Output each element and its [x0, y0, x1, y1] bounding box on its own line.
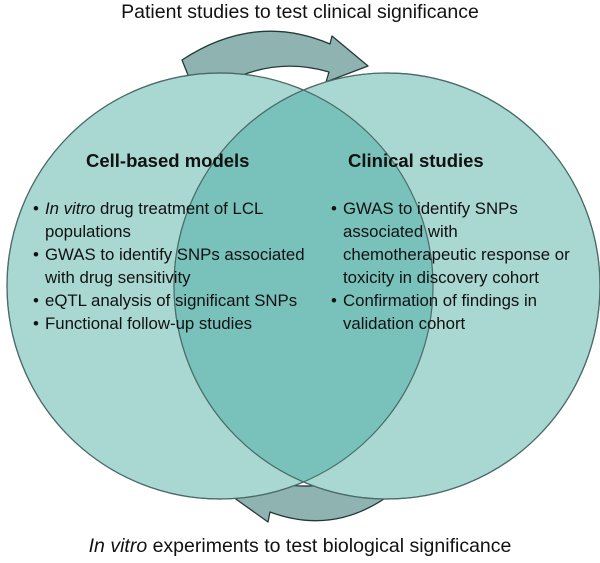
bullet-dot: •: [331, 199, 337, 218]
top-caption: Patient studies to test clinical signifi…: [121, 1, 479, 23]
list-item: • eQTL analysis of significant SNPs: [33, 289, 318, 312]
list-item: • GWAS to identify SNPs associated with d…: [33, 243, 318, 289]
list-item-text: drug treatment of LCL populations: [45, 199, 263, 241]
bullet-dot: •: [33, 291, 39, 310]
list-item-text: Functional follow-up studies: [45, 314, 253, 333]
list-item: • In vitro drug treatment of LCL populati…: [33, 197, 318, 243]
clinical-studies-list: • GWAS to identify SNPs associated with c…: [331, 197, 593, 335]
cell-based-models-heading: Cell-based models: [86, 150, 250, 171]
clinical-studies-outline: [173, 72, 600, 500]
list-item-text: GWAS to identify SNPs associated with dr…: [45, 245, 305, 287]
cell-based-models-list: • In vitro drug treatment of LCL populati…: [33, 197, 318, 335]
bullet-dot: •: [331, 291, 337, 310]
bullet-dot: •: [33, 314, 39, 333]
list-item: • GWAS to identify SNPs associated with c…: [331, 197, 593, 289]
bottom-caption: In vitro experiments to test biological …: [0, 535, 600, 557]
bottom-caption-text: experiments to test biological significa…: [147, 535, 512, 557]
bullet-dot: •: [33, 199, 39, 218]
circles-overlap-region: [174, 73, 433, 499]
list-item-text: Confirmation of findings in validation c…: [343, 291, 538, 333]
bottom-caption-italic: In vitro: [88, 535, 148, 557]
list-item-text: eQTL analysis of significant SNPs: [45, 291, 298, 310]
cell-based-models-outline: [6, 72, 434, 500]
list-item: • Functional follow-up studies: [33, 312, 318, 335]
list-item: • Confirmation of findings in validation …: [331, 289, 593, 335]
clinical-studies-heading: Clinical studies: [348, 150, 484, 171]
list-item-text: GWAS to identify SNPs associated with ch…: [343, 199, 570, 287]
bullet-dot: •: [33, 245, 39, 264]
list-item-italic: In vitro: [45, 199, 96, 218]
